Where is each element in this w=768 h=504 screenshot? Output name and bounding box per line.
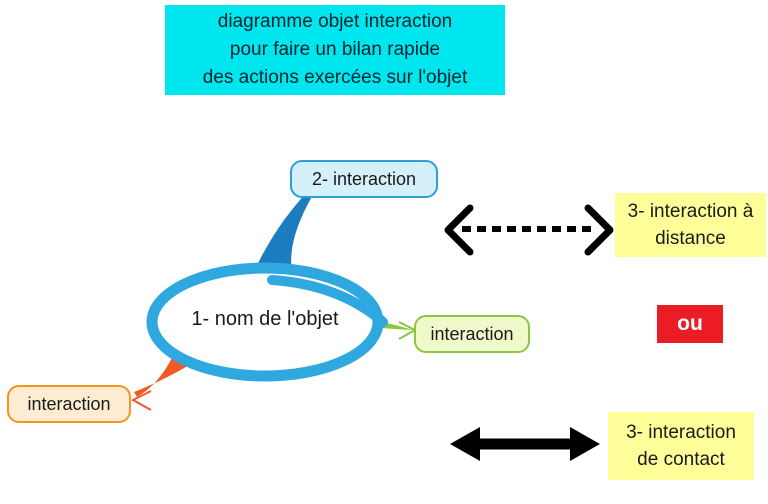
center-ellipse-curl — [267, 275, 388, 327]
node-interaction-bottom-left: interaction — [7, 385, 131, 423]
dashed-double-arrow-icon — [444, 204, 614, 256]
title-line: pour faire un bilan rapide — [229, 39, 441, 60]
branch-blue — [251, 189, 314, 278]
branch-orange-arrowhead — [130, 390, 152, 411]
legend-contact-box: 3- interaction de contact — [608, 412, 754, 480]
branch-green-arrowhead — [398, 321, 418, 340]
title-line: des actions exercées sur l'objet — [202, 67, 468, 88]
center-object-label: 1- nom de l'objet — [191, 308, 339, 330]
title-box: diagramme objet interaction pour faire u… — [165, 5, 505, 95]
legend-distance-box: 3- interaction à distance — [615, 193, 766, 257]
legend-distance-line: 3- interaction à — [627, 201, 754, 222]
solid-double-arrow-icon — [450, 427, 600, 461]
title-line: diagramme objet interaction — [217, 11, 453, 32]
node-interaction-top: 2- interaction — [290, 160, 438, 198]
node-interaction-right: interaction — [414, 315, 530, 353]
legend-contact-line: 3- interaction — [626, 422, 736, 443]
legend-contact-line: de contact — [637, 449, 725, 470]
or-badge: ou — [657, 305, 723, 343]
legend-distance-line: distance — [655, 228, 726, 249]
